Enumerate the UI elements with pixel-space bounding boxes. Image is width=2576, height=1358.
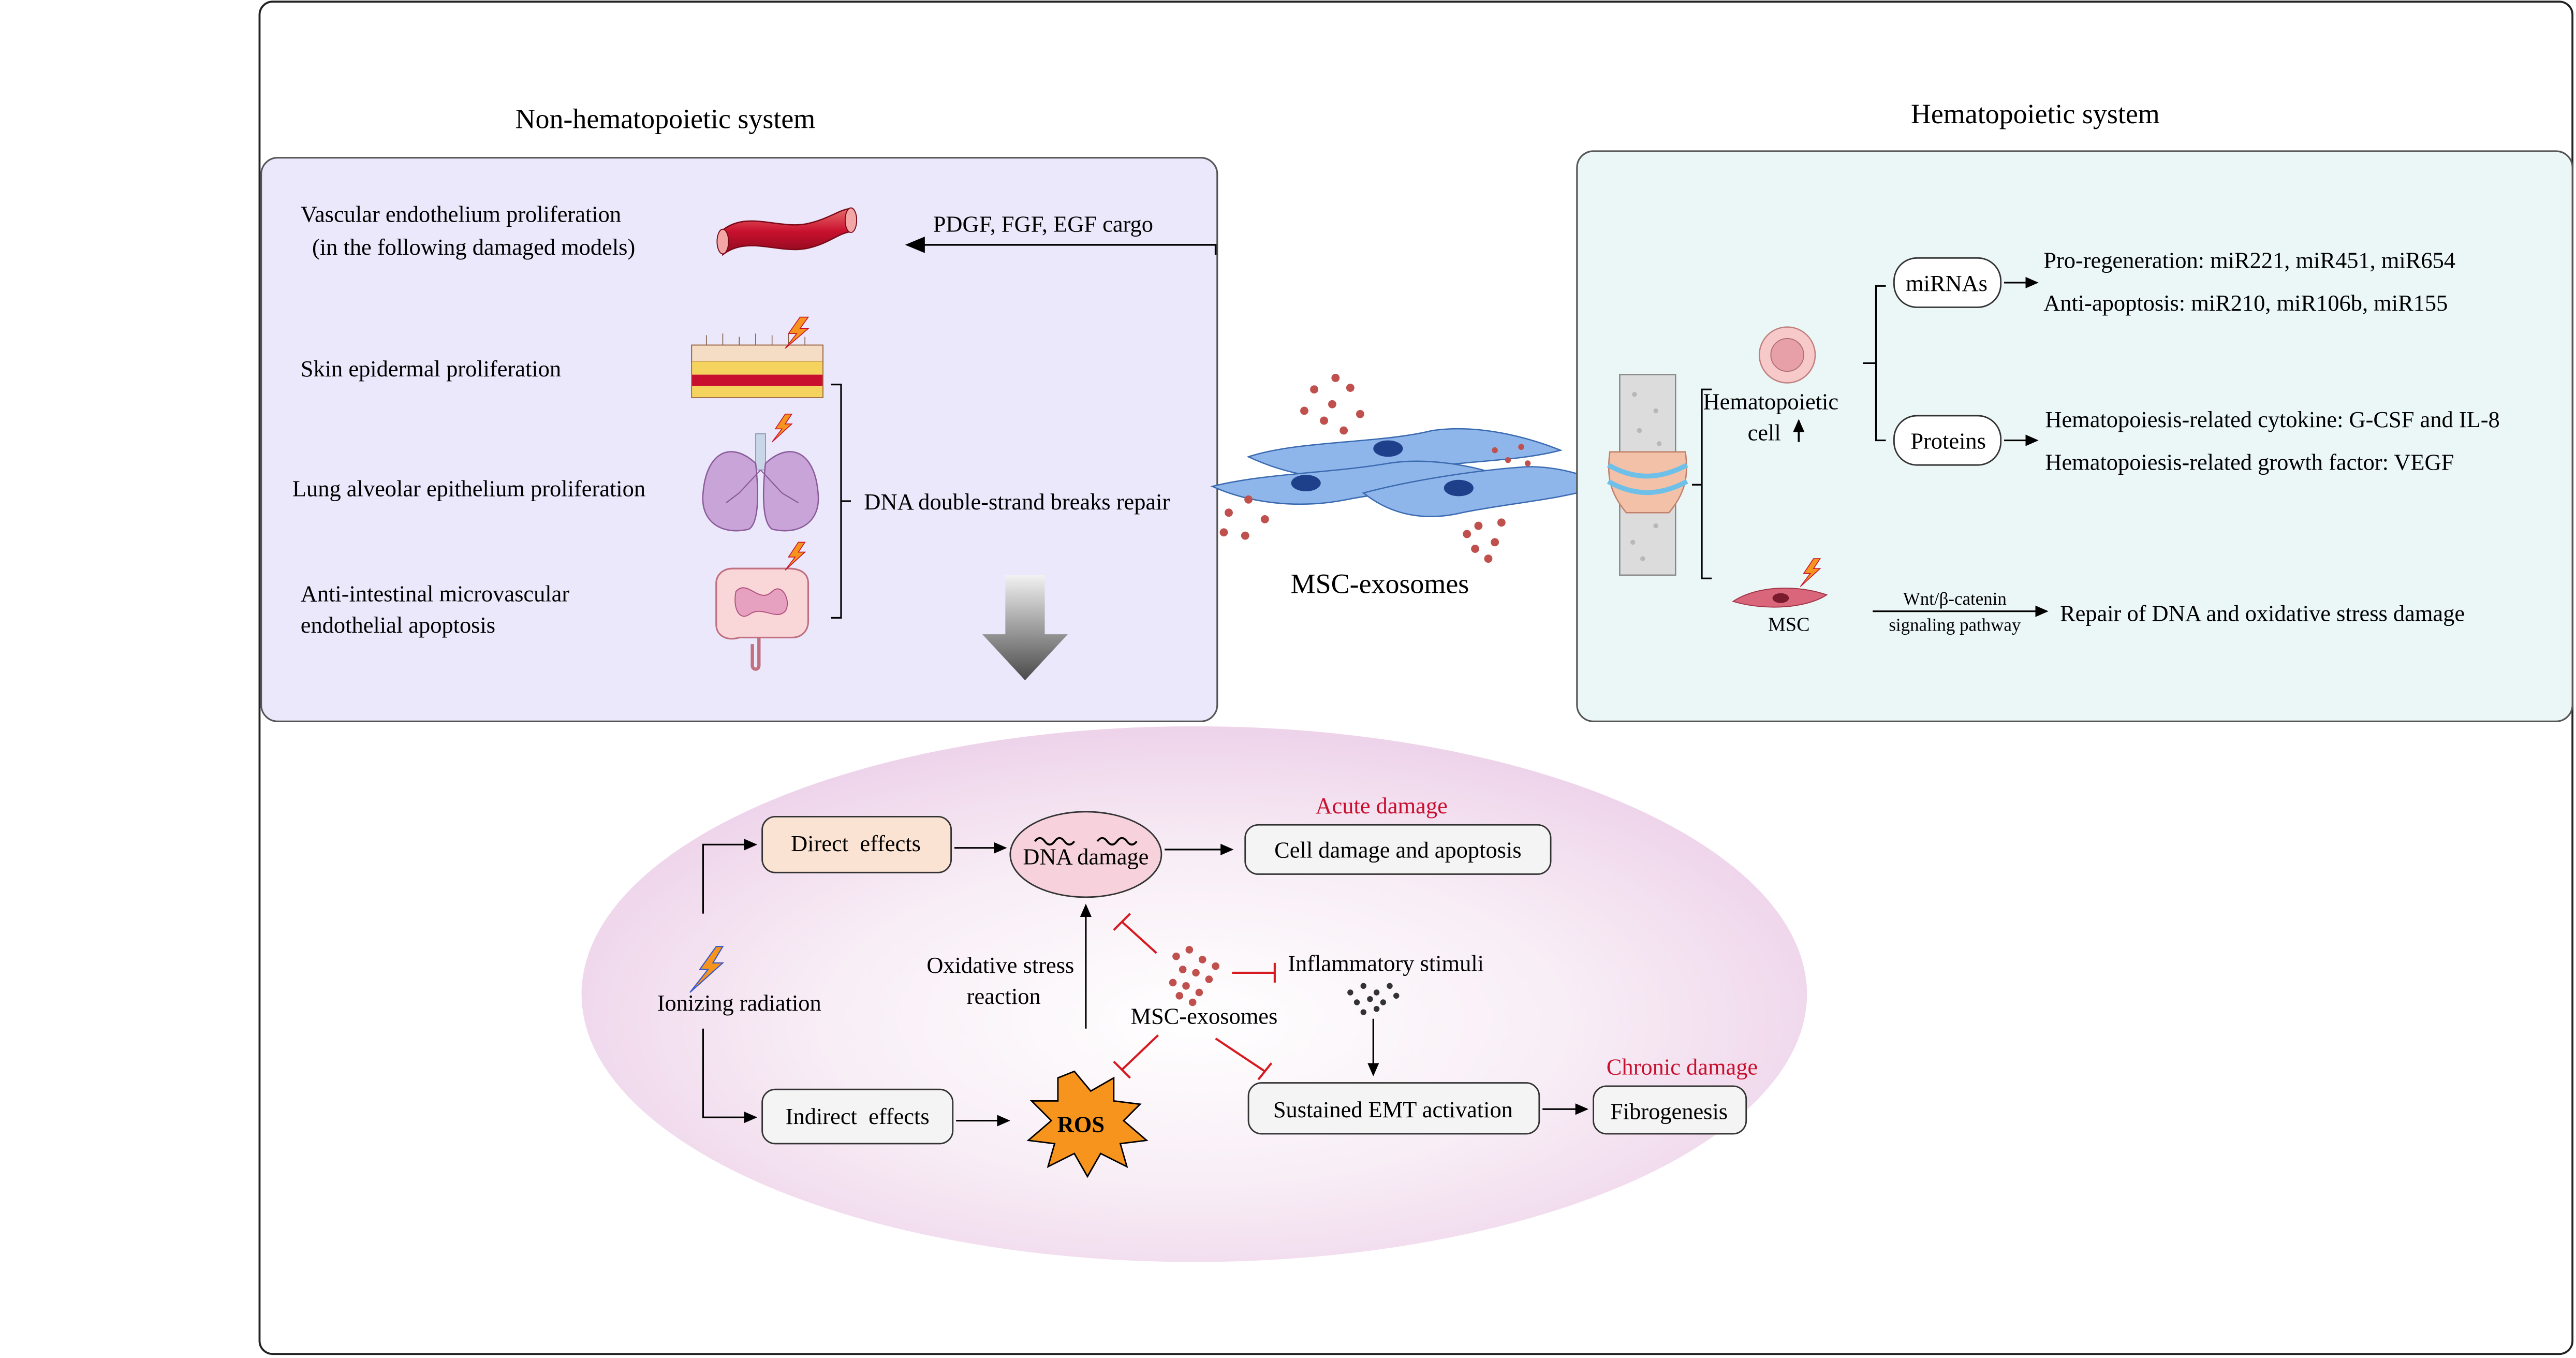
- dna-damage-ellipse: [1009, 811, 1162, 898]
- hematopoietic-panel: [1576, 150, 2573, 722]
- hematopoietic-cell-label-line2: cell: [1748, 420, 1781, 446]
- wnt-label-line1: Wnt/β-catenin: [1903, 589, 2007, 609]
- inflammatory-dots-icon: [1347, 983, 1400, 1015]
- cell-damage-box: [1244, 824, 1552, 875]
- acute-damage-label: Acute damage: [1316, 793, 1448, 819]
- dna-wave-icon: [1034, 837, 1138, 846]
- msc-cell-icon: [1732, 558, 1828, 608]
- skin-icon: [691, 316, 824, 399]
- hematopoietic-cell-icon: [1758, 326, 1816, 384]
- emt-box: [1247, 1082, 1540, 1135]
- bone-joint-icon: [1607, 374, 1688, 576]
- direct-path-arrow: [702, 839, 758, 914]
- vascular-label-line1: Vascular endothelium proliferation: [301, 201, 621, 227]
- inhibition-lines: [1113, 913, 1276, 1080]
- dna-repair-label: DNA double-strand breaks repair: [864, 489, 1170, 515]
- proteins-label: Proteins: [1910, 428, 1986, 454]
- emt-label: Sustained EMT activation: [1273, 1097, 1513, 1122]
- lung-icon: [702, 414, 819, 532]
- msc-label: MSC: [1768, 614, 1809, 636]
- mirnas-box: [1893, 257, 2002, 308]
- hema-bracket-main: [1692, 388, 1712, 579]
- mirnas-label: miRNAs: [1906, 270, 1988, 296]
- chronic-damage-label: Chronic damage: [1607, 1054, 1758, 1080]
- msc-cells-illustration: [1210, 428, 1603, 517]
- indirect-effects-label: Indirect effects: [786, 1103, 930, 1129]
- intestine-label-line1: Anti-intestinal microvascular: [301, 581, 570, 607]
- oxidative-label-line1: Oxidative stress: [926, 952, 1074, 978]
- indirect-effects-box: [761, 1088, 954, 1145]
- ros-starburst: [1026, 1070, 1149, 1178]
- msc-exosomes-mechanism-label: MSC-exosomes: [1130, 1003, 1277, 1029]
- proteins-box: [1893, 415, 2002, 466]
- hematopoietic-cell-label-line1: Hematopoietic: [1703, 388, 1839, 414]
- exosome-dots-center: [1219, 374, 1531, 563]
- exosome-cluster-icon: [1169, 946, 1219, 1006]
- non-hematopoietic-title: Non-hematopoietic system: [516, 104, 816, 135]
- wnt-label-line2: signaling pathway: [1889, 615, 2021, 635]
- msc-exosomes-center-label: MSC-exosomes: [1291, 568, 1469, 600]
- repair-bracket: [831, 384, 851, 619]
- oxidative-label-line2: reaction: [967, 983, 1041, 1009]
- mirna-pro-regeneration: Pro-regeneration: miR221, miR451, miR654: [2043, 247, 2455, 273]
- direct-effects-box: [761, 815, 952, 873]
- hematopoietic-title: Hematopoietic system: [1911, 98, 2160, 129]
- big-down-arrow: [982, 575, 1068, 680]
- indirect-path-arrow: [702, 1028, 758, 1123]
- cargo-arrow: [905, 237, 1217, 255]
- skin-label: Skin epidermal proliferation: [301, 356, 561, 382]
- blood-vessel-icon: [716, 207, 858, 256]
- lung-label: Lung alveolar epithelium proliferation: [292, 475, 645, 501]
- lightning-icon: [689, 945, 725, 993]
- inflammatory-label: Inflammatory stimuli: [1288, 951, 1484, 976]
- non-hematopoietic-panel: [260, 157, 1218, 722]
- cytokine-label: Hematopoiesis-related cytokine: G-CSF an…: [2045, 406, 2499, 432]
- vascular-label-line2: (in the following damaged models): [312, 234, 635, 260]
- ros-label: ROS: [1057, 1112, 1105, 1137]
- hema-bracket-sub: [1863, 285, 1886, 442]
- dna-damage-label: DNA damage: [1023, 843, 1149, 869]
- cargo-label: PDGF, FGF, EGF cargo: [933, 211, 1153, 237]
- intestine-icon: [715, 542, 809, 671]
- ionizing-radiation-label: Ionizing radiation: [657, 990, 821, 1016]
- direct-effects-label: Direct effects: [791, 830, 921, 856]
- growth-factor-label: Hematopoiesis-related growth factor: VEG…: [2045, 449, 2454, 475]
- cell-damage-label: Cell damage and apoptosis: [1274, 837, 1521, 863]
- mirna-anti-apoptosis: Anti-apoptosis: miR210, miR106b, miR155: [2043, 290, 2448, 316]
- repair-dna-label: Repair of DNA and oxidative stress damag…: [2060, 601, 2465, 626]
- fibrogenesis-box: [1593, 1085, 1747, 1135]
- intestine-label-line2: endothelial apoptosis: [301, 612, 495, 638]
- fibrogenesis-label: Fibrogenesis: [1610, 1098, 1728, 1124]
